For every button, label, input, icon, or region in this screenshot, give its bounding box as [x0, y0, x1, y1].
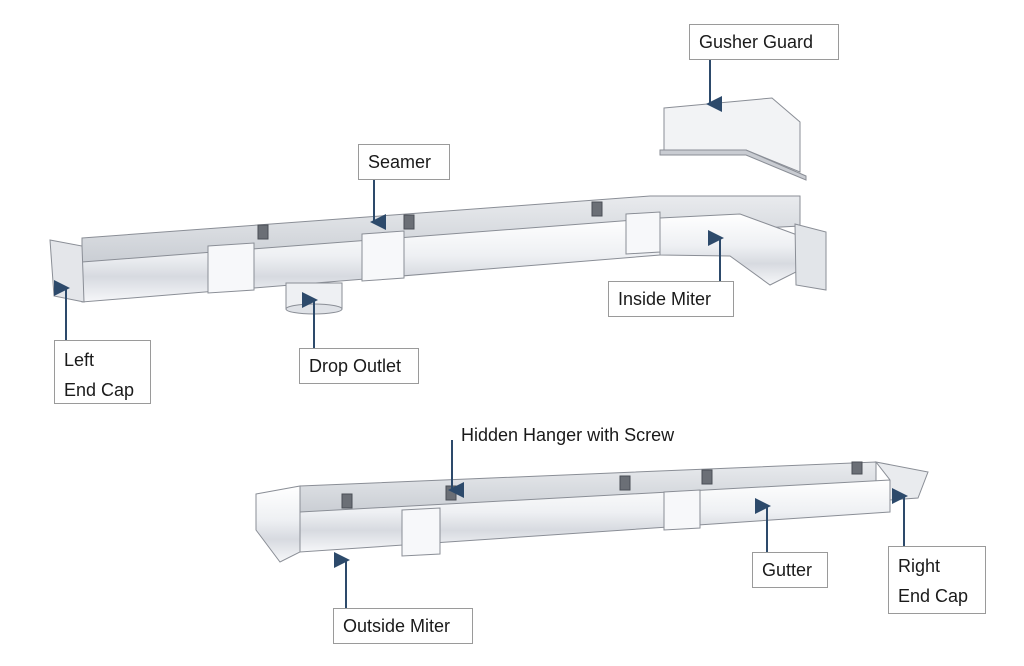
label-gusher-guard: Gusher Guard: [689, 24, 839, 60]
label-seamer: Seamer: [358, 144, 450, 180]
label-left-end-cap: Left End Cap: [54, 340, 151, 404]
callout-arrows: [54, 58, 908, 608]
label-left-end-cap-line2: End Cap: [64, 380, 135, 400]
label-inside-miter: Inside Miter: [608, 281, 734, 317]
label-gutter-text: Gutter: [762, 560, 813, 580]
gusher-guard-shape: [663, 97, 801, 173]
label-right-end-cap-line2: End Cap: [898, 586, 969, 606]
label-outside-miter: Outside Miter: [333, 608, 473, 644]
label-drop-outlet: Drop Outlet: [299, 348, 419, 384]
label-left-end-cap-line1: Left: [64, 350, 95, 370]
label-hidden-hanger: Hidden Hanger with Screw: [452, 420, 716, 450]
label-gutter: Gutter: [752, 552, 828, 588]
label-inside-miter-text: Inside Miter: [618, 289, 712, 309]
label-drop-outlet-text: Drop Outlet: [309, 356, 402, 376]
bottom-gutter-assembly: [255, 461, 929, 563]
label-right-end-cap-line1: Right: [898, 556, 941, 576]
label-outside-miter-text: Outside Miter: [343, 616, 451, 636]
top-gutter-assembly: [49, 97, 827, 315]
gusher-guard-flange: [659, 149, 807, 181]
top-hidden-hangers: [257, 201, 603, 240]
label-right-end-cap: Right End Cap: [888, 546, 986, 614]
label-hidden-hanger-text: Hidden Hanger with Screw: [461, 425, 675, 445]
label-seamer-text: Seamer: [368, 152, 432, 172]
outside-miter-shape: [255, 485, 301, 563]
inside-miter-side-wall: [794, 223, 827, 291]
label-gusher-guard-text: Gusher Guard: [699, 32, 814, 52]
inside-miter-shape: [659, 213, 801, 286]
top-joint-strips: [207, 211, 661, 294]
bottom-joint-strips: [401, 489, 701, 557]
